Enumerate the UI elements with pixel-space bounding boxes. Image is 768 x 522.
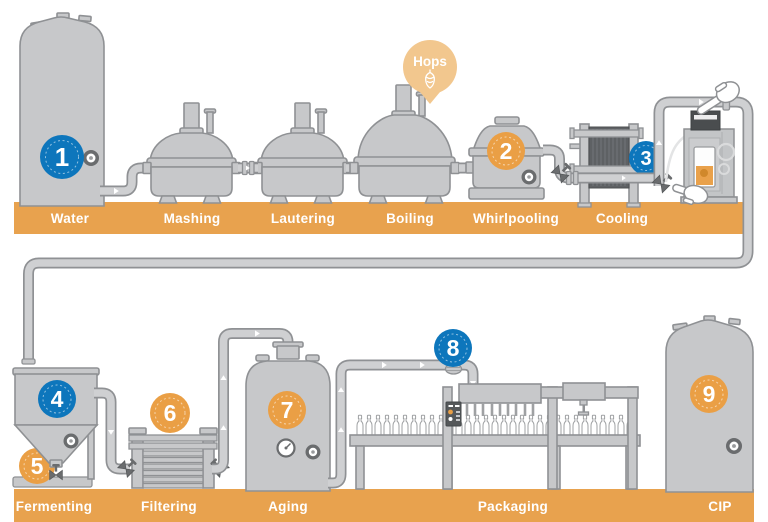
holding-hand-icon	[672, 183, 709, 206]
bottles	[356, 414, 634, 437]
label-lautering: Lautering	[271, 211, 335, 226]
badge-7: 7	[268, 391, 306, 429]
label-packaging: Packaging	[478, 499, 548, 514]
station-boiling-kettle	[349, 84, 460, 204]
control-panel	[445, 401, 462, 427]
badge-4: 4	[38, 380, 76, 418]
station-sample-dispenser	[664, 110, 738, 204]
svg-text:1: 1	[55, 142, 69, 172]
badge-9: 9	[690, 375, 728, 413]
label-filtering: Filtering	[141, 499, 197, 514]
badge-1: 1	[40, 135, 84, 179]
aging-port-icon	[305, 444, 321, 460]
bottom-process-banner	[14, 489, 754, 522]
pipe-fermenter-to-filter	[94, 387, 130, 475]
svg-text:2: 2	[500, 138, 513, 164]
pipe-aging-to-packaging	[328, 359, 479, 489]
label-water: Water	[51, 211, 90, 226]
pipe-water-to-mashing	[100, 162, 146, 197]
svg-text:7: 7	[281, 397, 294, 423]
label-mashing: Mashing	[164, 211, 221, 226]
label-cip: CIP	[708, 499, 731, 514]
badge-8: 8	[434, 329, 472, 367]
hops-callout: Hops	[403, 40, 457, 104]
gauge-icon	[276, 438, 296, 458]
hops-label: Hops	[413, 54, 447, 69]
svg-text:5: 5	[31, 453, 44, 479]
pointing-hand-icon	[696, 81, 740, 115]
hop-icon	[425, 69, 435, 89]
label-fermenting: Fermenting	[16, 499, 93, 514]
label-boiling: Boiling	[386, 211, 434, 226]
svg-text:3: 3	[640, 148, 651, 170]
station-mashing-kettle	[142, 102, 241, 204]
svg-text:6: 6	[164, 400, 177, 426]
dispenser-head	[690, 110, 721, 131]
filler-nozzles	[465, 403, 535, 416]
fermenter-port-icon	[63, 433, 79, 449]
label-aging: Aging	[268, 499, 308, 514]
cip-port-icon	[725, 437, 743, 455]
hop-in-glass-icon	[700, 169, 708, 177]
pipe-filter-to-aging	[212, 328, 294, 475]
badge-6: 6	[150, 393, 190, 433]
station-lautering-kettle	[253, 102, 352, 204]
station-fermenter: 5	[12, 367, 100, 488]
top-process-banner	[14, 202, 748, 234]
badge-2: 2	[487, 132, 525, 170]
svg-text:4: 4	[51, 386, 64, 412]
pipe-mashing-to-lautering	[238, 160, 258, 176]
label-whirlpooling: Whirlpooling	[473, 211, 559, 226]
tank-port-icon	[82, 149, 100, 167]
conveyor-table	[349, 434, 641, 447]
label-cooling: Cooling	[596, 211, 648, 226]
svg-text:9: 9	[703, 381, 716, 407]
svg-text:8: 8	[447, 335, 460, 361]
station-filter	[117, 427, 230, 489]
whirlpool-port-icon	[521, 169, 537, 185]
filler-unit	[445, 383, 542, 427]
capper-unit	[562, 382, 606, 416]
